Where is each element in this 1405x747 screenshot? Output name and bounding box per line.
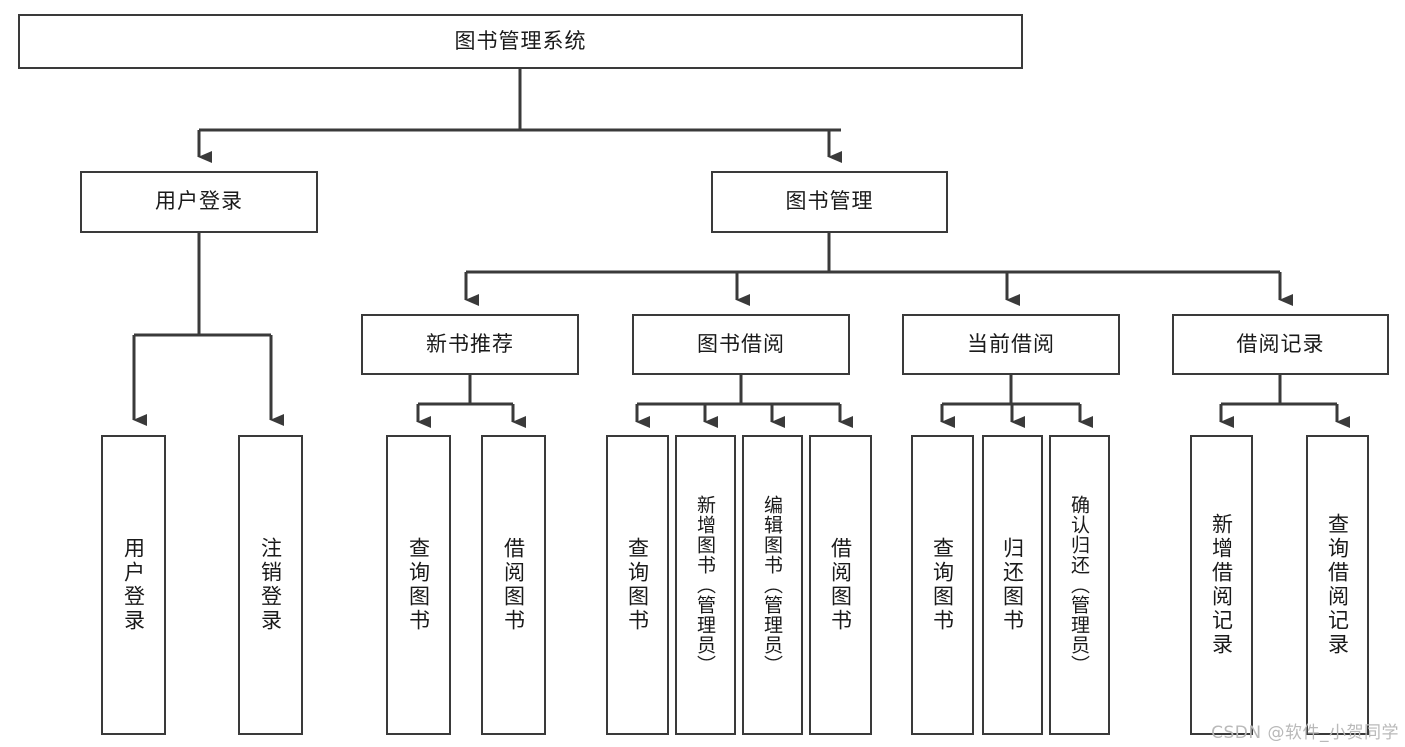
node-book-borrow[interactable]: 图书借阅 <box>632 314 850 375</box>
node-user-login[interactable]: 用户登录 <box>80 171 318 233</box>
leaf-add-borrow-record[interactable]: 新增借阅记录 <box>1190 435 1253 735</box>
leaf-borrow-books-recommend[interactable]: 借阅图书 <box>481 435 546 735</box>
leaf-query-borrow-record[interactable]: 查询借阅记录 <box>1306 435 1369 735</box>
leaf-return-books[interactable]: 归还图书 <box>982 435 1043 735</box>
leaf-edit-book-admin[interactable]: 编辑图书（管理员） <box>742 435 803 735</box>
leaf-confirm-return-admin[interactable]: 确认归还（管理员） <box>1049 435 1110 735</box>
node-borrow-records[interactable]: 借阅记录 <box>1172 314 1389 375</box>
leaf-label: 借阅图书 <box>828 537 853 633</box>
leaf-query-books-current[interactable]: 查询图书 <box>911 435 974 735</box>
csdn-watermark: CSDN @软件_小贺同学 <box>1211 723 1399 743</box>
leaf-label: 查询图书 <box>930 537 955 633</box>
leaf-label: 确认归还（管理员） <box>1068 495 1090 675</box>
node-book-management[interactable]: 图书管理 <box>711 171 948 233</box>
leaf-query-books-recommend[interactable]: 查询图书 <box>386 435 451 735</box>
node-new-book-recommend[interactable]: 新书推荐 <box>361 314 579 375</box>
leaf-label: 编辑图书（管理员） <box>761 495 783 675</box>
leaf-label: 归还图书 <box>1000 537 1025 633</box>
leaf-label: 新增借阅记录 <box>1209 513 1234 657</box>
leaf-label: 查询借阅记录 <box>1325 513 1350 657</box>
node-root-system[interactable]: 图书管理系统 <box>18 14 1023 69</box>
leaf-add-book-admin[interactable]: 新增图书（管理员） <box>675 435 736 735</box>
leaf-label: 新增图书（管理员） <box>694 495 716 675</box>
leaf-label: 注销登录 <box>258 537 283 633</box>
leaf-label: 用户登录 <box>121 537 146 633</box>
leaf-label: 查询图书 <box>625 537 650 633</box>
leaf-user-login[interactable]: 用户登录 <box>101 435 166 735</box>
leaf-logout[interactable]: 注销登录 <box>238 435 303 735</box>
leaf-label: 查询图书 <box>406 537 431 633</box>
leaf-borrow-books[interactable]: 借阅图书 <box>809 435 872 735</box>
leaf-label: 借阅图书 <box>501 537 526 633</box>
leaf-query-books-borrow[interactable]: 查询图书 <box>606 435 669 735</box>
node-current-borrow[interactable]: 当前借阅 <box>902 314 1120 375</box>
